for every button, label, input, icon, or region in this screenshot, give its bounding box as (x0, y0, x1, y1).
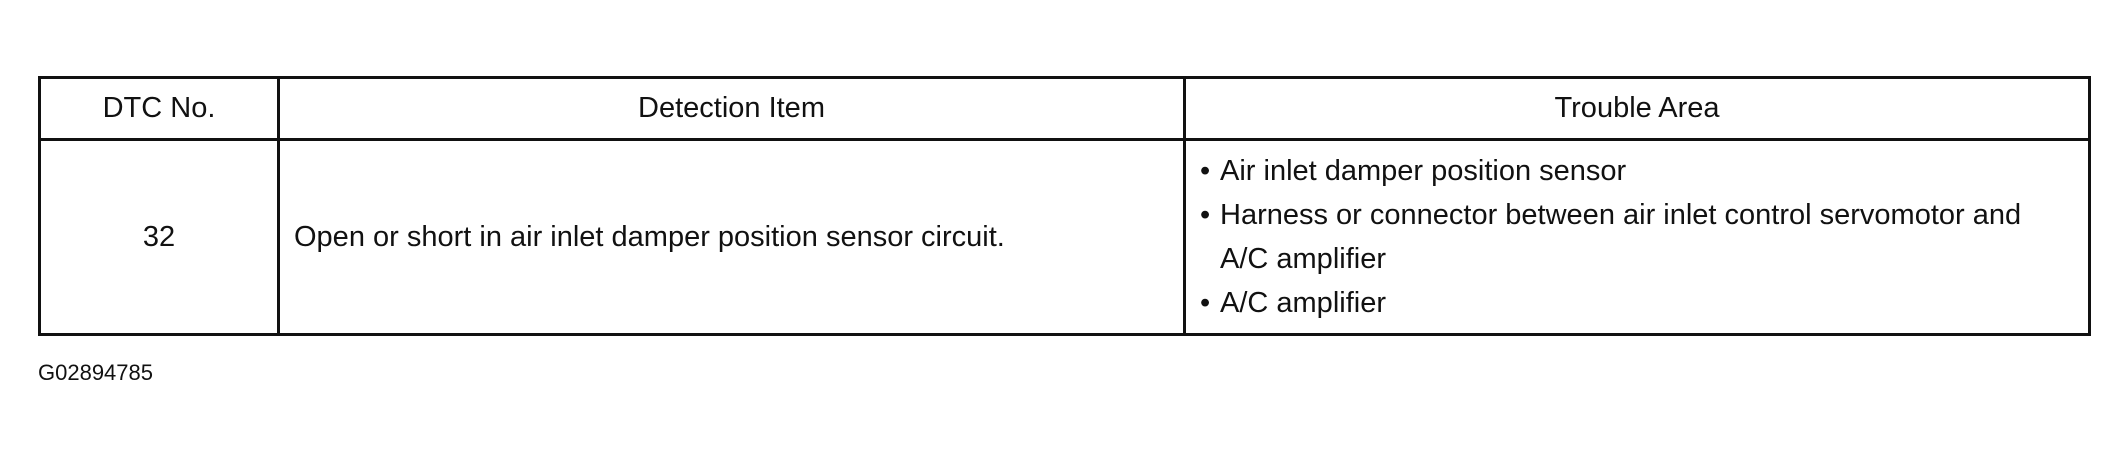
list-item: • A/C amplifier (1200, 281, 2068, 325)
bullet-icon: • (1200, 155, 1211, 187)
bullet-icon: • (1200, 287, 1211, 319)
trouble-area-list: • Air inlet damper position sensor • Har… (1200, 149, 2068, 325)
header-dtc-no: DTC No. (38, 76, 280, 141)
dtc-code-cell: 32 (38, 138, 280, 336)
header-trouble-area: Trouble Area (1183, 76, 2091, 141)
table-row: 32 Open or short in air inlet damper pos… (38, 138, 2091, 336)
list-item: • Air inlet damper position sensor (1200, 149, 2068, 193)
trouble-area-text: A/C amplifier (1220, 287, 1386, 319)
header-detection-item: Detection Item (277, 76, 1186, 141)
trouble-area-text: Harness or connector between air inlet c… (1220, 199, 2022, 275)
dtc-table: DTC No. Detection Item Trouble Area 32 O… (38, 76, 2091, 336)
trouble-area-text: Air inlet damper position sensor (1220, 155, 1627, 187)
trouble-area-cell: • Air inlet damper position sensor • Har… (1183, 138, 2091, 336)
table-header-row: DTC No. Detection Item Trouble Area (38, 76, 2091, 141)
list-item: • Harness or connector between air inlet… (1200, 193, 2068, 281)
detection-item-cell: Open or short in air inlet damper positi… (277, 138, 1186, 336)
bullet-icon: • (1200, 199, 1211, 231)
figure-id-label: G02894785 (38, 360, 153, 385)
